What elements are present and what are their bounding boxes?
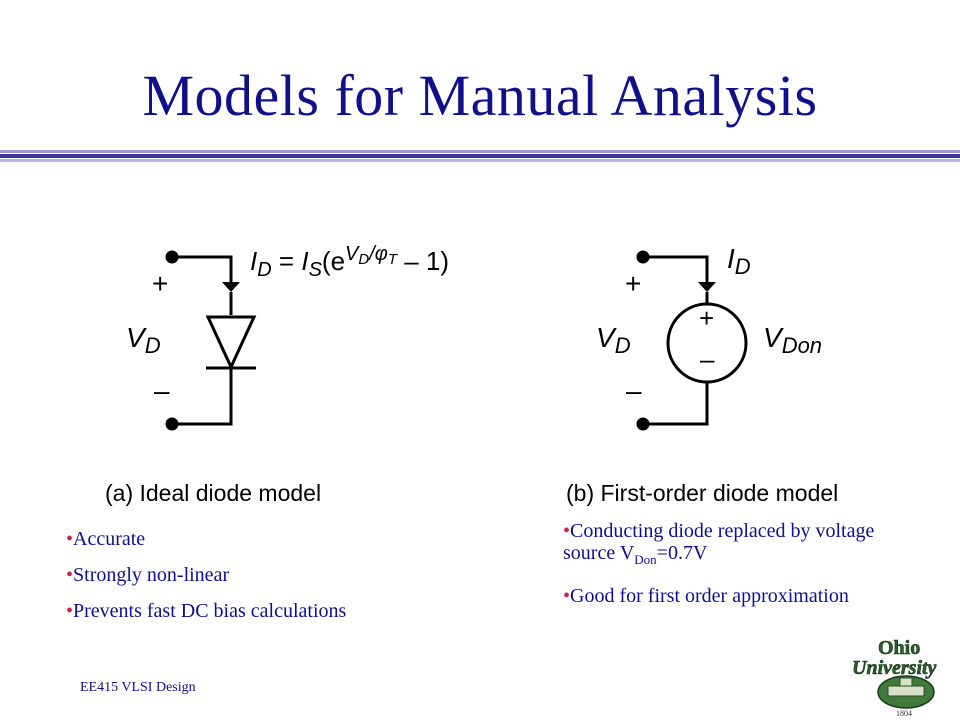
ideal-diode-circuit: + – VD ID = IS(eVD/φT – 1): [126, 243, 449, 431]
right-bullets: •Conducting diode replaced by voltage so…: [563, 520, 893, 621]
logo-year: 1804: [896, 709, 912, 718]
vdon-label: VDon: [763, 322, 822, 358]
footer-course: EE415 VLSI Design: [80, 680, 196, 695]
list-item: •Strongly non-linear: [66, 564, 230, 586]
list-item: •Prevents fast DC bias calculations: [66, 600, 347, 622]
logo-text-university: University: [852, 657, 937, 679]
logo-text-ohio: Ohio: [878, 637, 920, 659]
id-label: ID: [727, 243, 751, 279]
current-arrow: [222, 282, 240, 292]
ohio-university-logo: Ohio University 1804: [852, 637, 937, 718]
plus-sign: +: [152, 268, 168, 299]
source-minus: –: [700, 344, 715, 374]
vd-label: VD: [596, 322, 631, 358]
current-arrow: [698, 282, 716, 292]
plus-sign: +: [625, 268, 641, 299]
page-title: Models for Manual Analysis: [142, 63, 818, 128]
caption-ideal: (a) Ideal diode model: [105, 480, 322, 506]
minus-sign: –: [154, 375, 170, 406]
diode-symbol: [205, 315, 257, 371]
list-item: •Accurate: [66, 528, 146, 550]
title-rule: [0, 150, 960, 166]
left-bullets: •Accurate •Strongly non-linear •Prevents…: [66, 528, 366, 636]
list-item: •Good for first order approximation: [563, 585, 849, 607]
diode-equation: ID = IS(eVD/φT – 1): [250, 243, 449, 281]
source-plus: +: [699, 303, 714, 333]
first-order-diode-circuit: + – + – VD ID VDon: [596, 243, 822, 431]
minus-sign: –: [626, 375, 642, 406]
vd-label: VD: [126, 322, 161, 358]
list-item: •Conducting diode replaced by voltage so…: [563, 520, 875, 567]
caption-first-order: (b) First-order diode model: [566, 480, 839, 506]
